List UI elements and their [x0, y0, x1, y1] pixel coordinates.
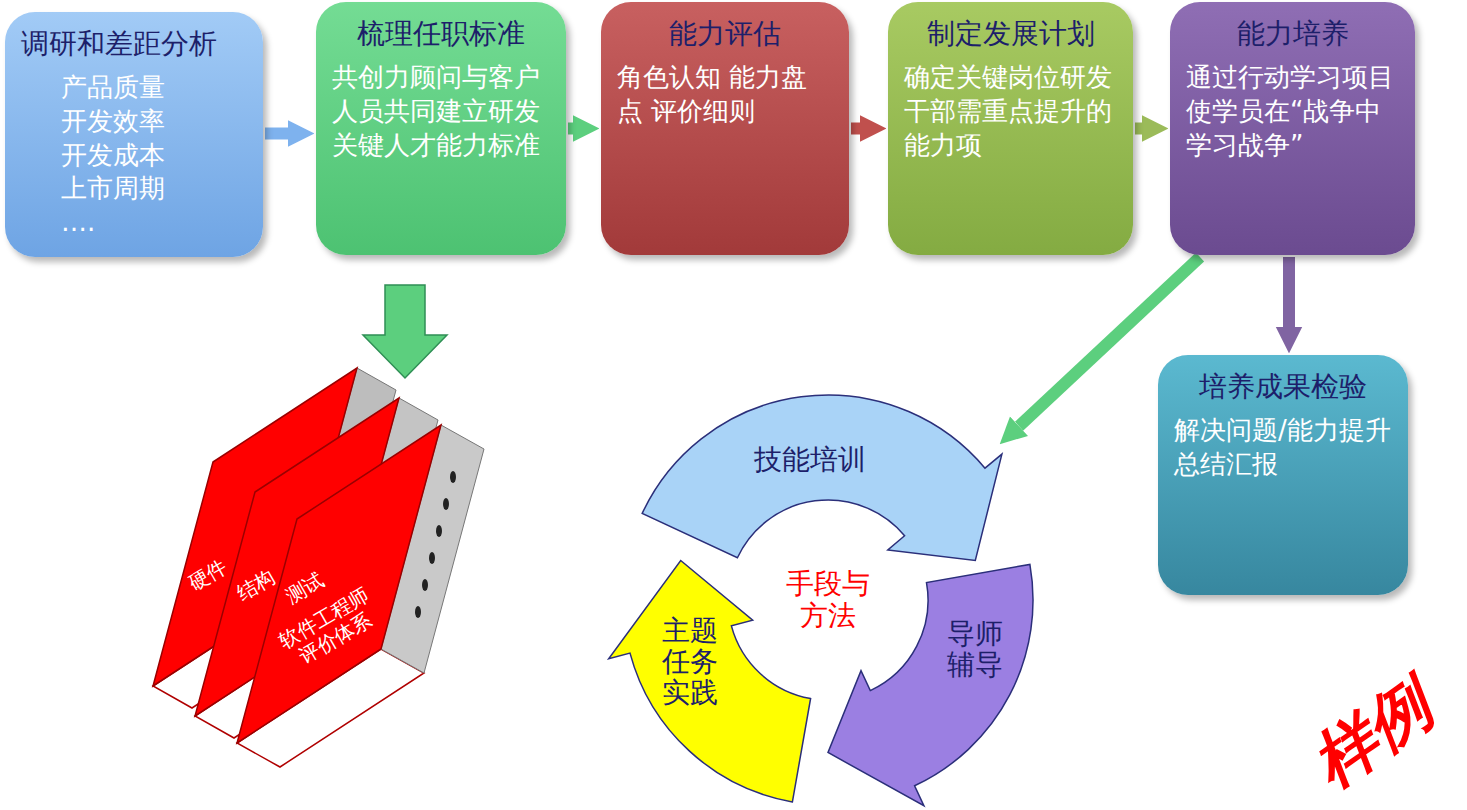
- flow-arrow: [1135, 123, 1142, 135]
- arc-outline: [642, 395, 1002, 560]
- book-stack: [153, 368, 484, 767]
- box-title: 制定发展计划: [904, 16, 1117, 51]
- arc-outline: [609, 561, 811, 802]
- book-label: 结构: [233, 565, 279, 605]
- process-box: 培养成果检验解决问题/能力提升总结汇报: [1158, 355, 1408, 595]
- process-box: 调研和差距分析产品质量 开发效率 开发成本 上市周期 ….: [5, 12, 263, 257]
- ring: [415, 606, 421, 618]
- box-title: 梳理任职标准: [332, 16, 550, 51]
- flow-arrow: [568, 123, 573, 135]
- watermark: 样例: [1298, 668, 1445, 802]
- arc-label: 主题任务实践: [662, 616, 718, 708]
- ring: [443, 498, 449, 510]
- book: [237, 425, 484, 767]
- box-title: 能力培养: [1186, 16, 1399, 51]
- box-body: 解决问题/能力提升总结汇报: [1174, 414, 1392, 482]
- arc-label: 导师辅导: [947, 619, 1003, 681]
- ring: [429, 552, 435, 564]
- cycle-arrow: 技能培训: [640, 393, 1004, 563]
- box-body: 通过行动学习项目使学员在“战争中学习战争”: [1186, 61, 1399, 162]
- ring: [436, 525, 442, 537]
- process-box: 能力评估角色认知 能力盘点 评价细则: [601, 2, 849, 255]
- arc-label: 技能培训: [740, 445, 880, 476]
- box-body: 产品质量 开发效率 开发成本 上市周期 ….: [61, 71, 183, 240]
- box-title: 培养成果检验: [1174, 369, 1392, 404]
- arc-outline: [828, 564, 1033, 805]
- box-body: 共创力顾问与客户人员共同建立研发关键人才能力标准: [332, 61, 550, 162]
- arc-shape: [640, 393, 1004, 563]
- flow-arrow: [265, 128, 288, 140]
- flow-arrow: [1283, 257, 1295, 327]
- process-box: 制定发展计划确定关键岗位研发干部需重点提升的能力项: [888, 2, 1133, 255]
- center-label: 手段与方法: [783, 568, 873, 632]
- book-label: 测试: [282, 568, 328, 608]
- box-title: 调研和差距分析: [21, 26, 247, 61]
- down-arrow: [363, 285, 447, 378]
- process-box: 能力培养通过行动学习项目使学员在“战争中学习战争”: [1170, 2, 1415, 255]
- flow-arrow: [851, 123, 860, 135]
- box-body: 角色认知 能力盘点 评价细则: [617, 61, 833, 129]
- ring: [422, 579, 428, 591]
- book-label: 硬件: [185, 555, 231, 595]
- box-body: 确定关键岗位研发干部需重点提升的能力项: [904, 61, 1117, 162]
- cycle-arrow: 主题任务实践: [606, 558, 813, 804]
- box-title: 能力评估: [617, 16, 833, 51]
- ring: [450, 471, 456, 483]
- process-box: 梳理任职标准共创力顾问与客户人员共同建立研发关键人才能力标准: [316, 2, 566, 255]
